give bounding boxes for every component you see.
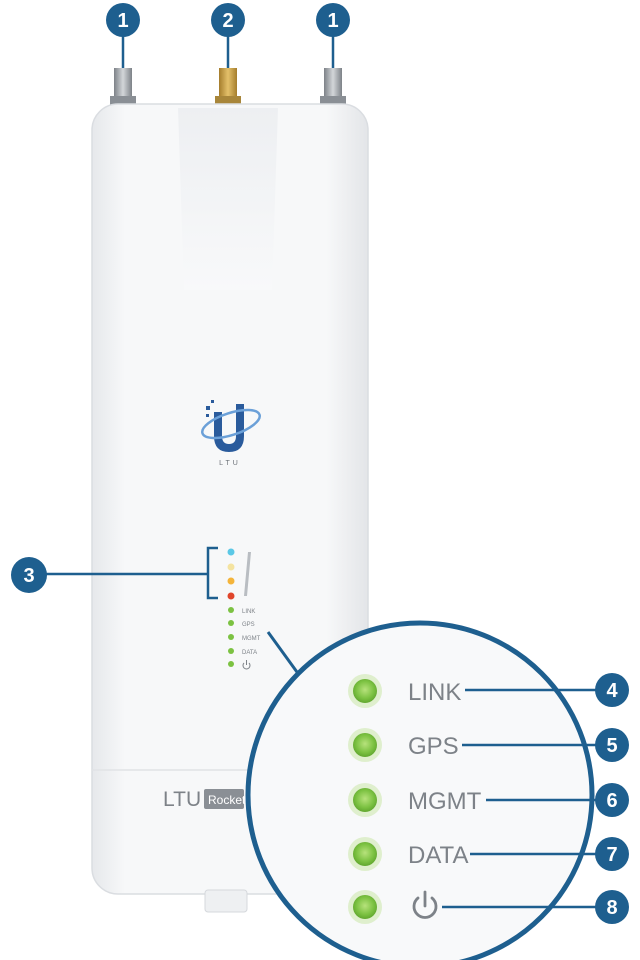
connector-right (320, 68, 346, 106)
signal-led-yellow (227, 563, 235, 571)
callout-number: 1 (327, 10, 338, 32)
signal-led-red (227, 592, 235, 600)
callout-connector-1a: 1 (106, 3, 140, 37)
zoom-led-label: DATA (408, 842, 468, 869)
model-suffix: Rocket (208, 793, 246, 807)
callout-number: 6 (606, 790, 617, 812)
model-label: LTU Rocket (163, 788, 246, 811)
small-power-icon (242, 660, 251, 670)
callout-number: 8 (606, 897, 617, 919)
zoom-led-data: DATA 7 (348, 837, 629, 871)
zoom-led-label: GPS (408, 733, 459, 760)
zoom-led-power: 8 (348, 890, 629, 924)
small-led-label: MGMT (242, 636, 261, 642)
callout-number: 5 (606, 735, 617, 757)
zoom-led-mgmt: MGMT 6 (348, 783, 629, 817)
callout-number: 3 (23, 565, 34, 587)
callout-signal-bracket: 3 (11, 546, 218, 600)
small-led-label: GPS (242, 622, 255, 628)
callout-number: 4 (606, 680, 618, 702)
zoom-led-label: LINK (408, 679, 461, 706)
signal-bar-icon (244, 552, 251, 596)
connector-left (110, 68, 136, 106)
connector-center-gold (215, 68, 241, 106)
callout-number: 1 (117, 10, 128, 32)
small-led-label: LINK (242, 609, 255, 615)
logo-text: LTU (219, 460, 241, 467)
status-leds-small: LINK GPS MGMT DATA (228, 607, 261, 670)
callout-connector-2: 2 (211, 3, 245, 37)
led-zoom-panel (245, 620, 595, 960)
zoom-led-label: MGMT (408, 788, 482, 815)
callout-connector-1b: 1 (316, 3, 350, 37)
small-led-label: DATA (242, 650, 257, 656)
signal-led-amber (227, 577, 235, 585)
zoom-led-gps: GPS 5 (348, 728, 629, 762)
ubiquiti-logo: LTU (201, 400, 261, 467)
signal-strength-leds (227, 548, 251, 600)
zoom-led-link: LINK 4 (348, 673, 629, 708)
callout-number: 2 (222, 10, 233, 32)
callout-number: 7 (606, 844, 617, 866)
signal-led-cyan (227, 548, 235, 556)
power-icon (412, 890, 438, 919)
model-prefix: LTU (163, 788, 201, 811)
